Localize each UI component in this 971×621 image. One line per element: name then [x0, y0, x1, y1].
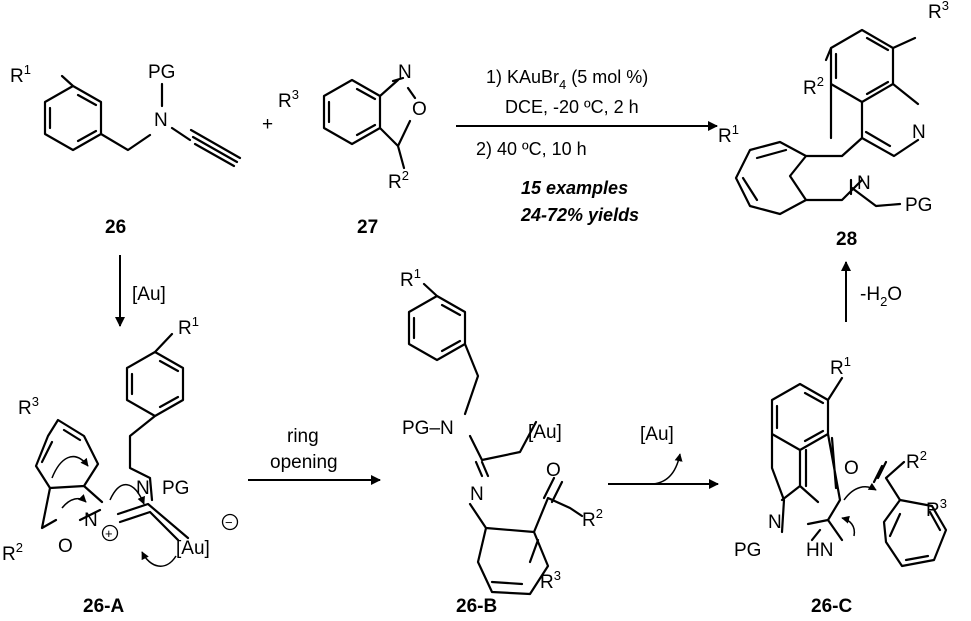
curly-arrow-2	[61, 494, 87, 509]
intermediate-26C: R1 N PG HN O R2 R3 26-C	[734, 354, 948, 617]
product-28-r1-label: R1	[718, 122, 739, 147]
product-28-n-ring-label: N	[912, 122, 926, 143]
intermediate-26A-o-label: O	[58, 536, 73, 557]
compound-26-n-label: N	[154, 110, 168, 131]
ring-opening-label-line1: ring	[287, 426, 319, 447]
intermediate-26B-id: 26-B	[456, 596, 497, 617]
curly-arrow-4	[141, 551, 177, 567]
intermediate-26A-pg-label: PG	[162, 478, 189, 499]
intermediate-26A-bonds	[34, 332, 190, 542]
intermediate-26C-pg-label: PG	[734, 540, 761, 561]
minus-charge-circle	[221, 513, 239, 531]
intermediate-26C-o-label: O	[844, 458, 859, 479]
intermediate-26A-id: 26-A	[83, 596, 124, 617]
compound-27: R3 N O R2 27	[278, 62, 427, 238]
intermediate-26C-hn-label: HN	[806, 540, 833, 561]
intermediate-26A-r1-label: R1	[178, 314, 199, 339]
gold-release-label: [Au]	[640, 424, 674, 445]
curly-arrow-cyclization	[843, 482, 877, 501]
intermediate-26C-n-label: N	[768, 512, 782, 533]
intermediate-26B-pg-n-label: PG–N	[402, 418, 454, 439]
intermediate-26C-r2-label: R2	[906, 448, 927, 473]
compound-27-id: 27	[357, 217, 378, 238]
compound-27-o-label: O	[412, 99, 427, 120]
product-28-r3-label: R3	[928, 0, 949, 23]
examples-text: 15 examples	[521, 178, 628, 198]
intermediate-26B: R1 PG–N [Au] N O R2 R3 26-B	[400, 266, 603, 617]
intermediate-26B-au-label: [Au]	[528, 422, 562, 443]
product-28-id: 28	[836, 229, 857, 250]
intermediate-26C-bonds	[770, 376, 948, 568]
intermediate-26A-n-amine-label: N	[136, 478, 150, 499]
intermediate-26B-o-label: O	[546, 460, 561, 481]
compound-27-n-label: N	[398, 62, 412, 83]
product-28-bonds	[734, 28, 920, 216]
intermediate-26A: R1 R3 N PG N + O R2 [Au] − 26-A	[2, 314, 239, 617]
intermediate-26B-r2-label: R2	[582, 506, 603, 531]
reaction-conditions: 1) KAuBr4 (5 mol %) DCE, -20 ºC, 2 h 2) …	[456, 67, 718, 225]
compound-26-r1-label: R1	[10, 62, 31, 87]
compound-27-bonds	[322, 76, 417, 170]
intermediate-26A-minus-charge: −	[225, 515, 233, 530]
compound-26-id: 26	[105, 217, 126, 238]
gold-release-curly-arrow	[649, 453, 683, 485]
intermediate-26A-r3-label: R3	[18, 394, 39, 419]
intermediate-26B-n-label: N	[470, 484, 484, 505]
intermediate-26A-r2-label: R2	[2, 540, 23, 565]
intermediate-26B-r1-label: R1	[400, 266, 421, 291]
intermediate-26C-r3-label: R3	[926, 496, 947, 521]
product-28-r2-label: R2	[803, 74, 824, 99]
product-28-pg-label: PG	[905, 195, 932, 216]
intermediate-26C-r1-label: R1	[830, 354, 851, 379]
curly-arrow-3	[109, 483, 145, 505]
intermediate-26C-id: 26-C	[811, 596, 852, 617]
condition-1-text: 1) KAuBr4 (5 mol %)	[486, 67, 648, 92]
compound-27-r3-label: R3	[278, 87, 299, 112]
product-28: R3 R2 N R1 N PG 28	[718, 0, 949, 250]
plus-charge-circle	[101, 524, 119, 542]
compound-26-pg-label: PG	[148, 62, 175, 83]
curly-arrow-1	[51, 455, 89, 479]
yields-text: 24-72% yields	[520, 205, 639, 225]
compound-27-r2-label: R2	[388, 168, 409, 193]
intermediate-26B-r3-label: R3	[540, 568, 561, 593]
compound-26-bonds	[43, 74, 242, 168]
intermediate-26A-n-plus-label: N	[84, 510, 98, 531]
gold-activation-label: [Au]	[132, 284, 166, 305]
dehydration-label: -H2O	[860, 284, 902, 309]
condition-2-text: 2) 40 ºC, 10 h	[476, 139, 587, 159]
compound-26: R1 PG N 26	[10, 62, 242, 238]
intermediate-26A-au-label: [Au]	[176, 538, 210, 559]
product-28-n-amine-label: N	[857, 173, 871, 194]
curly-arrow-amine	[841, 515, 856, 537]
ring-opening-label-line2: opening	[270, 452, 338, 473]
intermediate-26A-plus-charge: +	[105, 526, 113, 541]
intermediate-26B-bonds	[407, 282, 584, 596]
condition-1-line2: DCE, -20 ºC, 2 h	[505, 97, 639, 117]
plus-sign: +	[262, 114, 273, 135]
